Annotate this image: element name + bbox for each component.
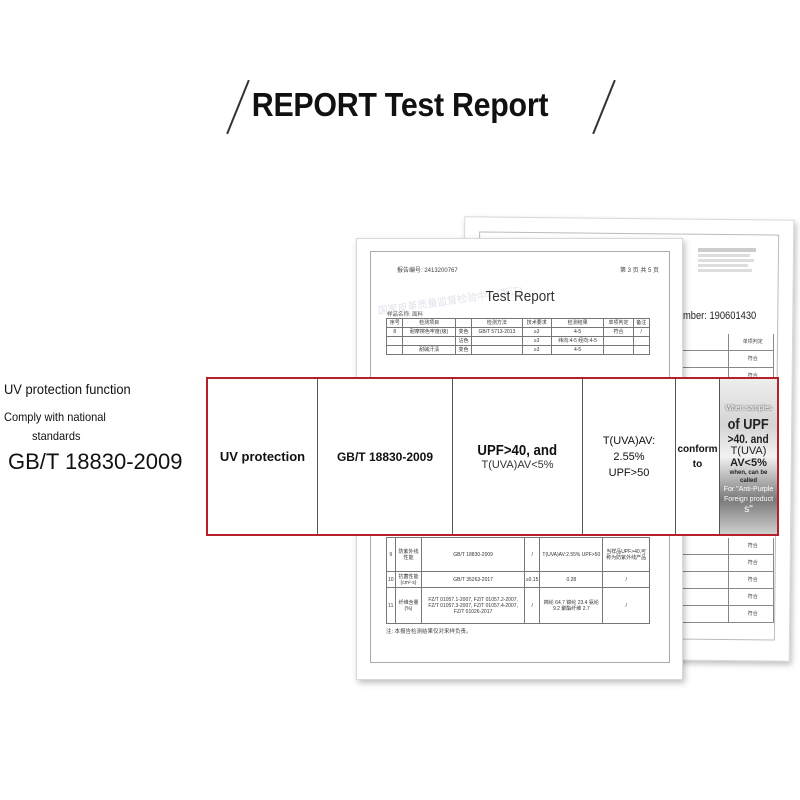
back-table-row: 符合 <box>682 555 774 572</box>
band-verdict: conform to <box>676 379 720 534</box>
result-line1: T(UVA)AV: <box>602 434 656 447</box>
verdict-line2: to <box>692 458 703 470</box>
verdict-line1: conform <box>677 443 718 455</box>
table-row: 8 耐摩擦色牢度(级) 变色 GB/T 5713-2013 ≥3 4-5 符合 … <box>385 327 650 337</box>
back-table-row: 符合 <box>682 606 774 623</box>
note-line6: when, can be called <box>729 469 768 484</box>
band-note: When samples of UPF >40. and T(UVA) AV<5… <box>720 379 777 534</box>
back-table-row: 符合 <box>682 538 774 555</box>
band-requirement: UPF>40, and T(UVA)AV<5% <box>453 379 583 534</box>
comply-label-line2: standards <box>32 429 81 443</box>
table-row: 11 纤维含量(%) FZ/T 01057.1-2007, FZ/T 01057… <box>386 587 650 624</box>
doc-table-top: 序号 检测项目 检测方法 技术要求 检测结果 单项判定 备注 8 耐摩擦色牢度(… <box>385 318 650 355</box>
doc-sample-name: 样品名称: 面料 <box>387 312 424 318</box>
band-method: GB/T 18830-2009 <box>318 379 453 534</box>
note-line9: s" <box>744 503 753 515</box>
back-table-row: 符合 <box>682 589 774 606</box>
highlight-row: UV protection GB/T 18830-2009 UPF>40, an… <box>206 377 779 536</box>
table-row: 耐碱汗渍 变色 ≥3 4-5 <box>385 345 650 355</box>
report-number: Number: 190601430 <box>671 310 757 322</box>
standard-code: GB/T 18830-2009 <box>8 449 183 474</box>
requirement-line1: UPF>40, and <box>477 442 558 459</box>
doc-table-bottom: 9 防紫外线性能 GB/T 18830-2009 / T(UVA)AV:2.55… <box>386 537 650 624</box>
result-line2: 2.55% <box>613 450 645 463</box>
back-sheet-table-bottom: 符合 符合 符合 符合 符合 <box>682 538 774 623</box>
result-line3: UPF>50 <box>608 466 650 479</box>
feature-label: UV protection function <box>4 381 131 397</box>
back-table-row: 符合 <box>682 351 774 368</box>
note-line3: >40. and <box>727 431 770 446</box>
note-line8: Foreign product <box>723 495 774 503</box>
note-line7: For "Anti-Purple <box>723 485 774 493</box>
doc-report-code: 报告编号: 2413200767 <box>397 268 458 274</box>
table-row: 沾色 ≥3 纬向:4-5 经向:4-5 <box>385 336 650 346</box>
note-line1: When samples <box>725 404 772 412</box>
comply-label-line1: Comply with national <box>4 410 106 424</box>
band-result: T(UVA)AV: 2.55% UPF>50 <box>583 379 676 534</box>
note-line2: of UPF <box>727 415 770 433</box>
doc-footnote: 注: 本报告检测结果仅对来样负责。 <box>386 629 472 635</box>
doc-title: Test Report <box>485 288 555 305</box>
note-line5: AV<5% <box>730 456 767 469</box>
band-item: UV protection <box>208 379 318 534</box>
table-row: 10 抗菌性能(cm²·s) GB/T 35263-2017 ≥0.15 0.2… <box>386 571 650 588</box>
table-header-row: 序号 检测项目 检测方法 技术要求 检测结果 单项判定 备注 <box>385 318 650 328</box>
back-sheet-header <box>698 248 756 274</box>
requirement-line2: T(UVA)AV<5% <box>481 459 554 471</box>
back-table-row: 符合 <box>682 572 774 589</box>
doc-page-count: 第 3 页 共 5 页 <box>619 268 659 274</box>
page-title: REPORT Test Report <box>251 86 549 123</box>
note-line4: T(UVA) <box>730 444 767 457</box>
table-row: 9 防紫外线性能 GB/T 18830-2009 / T(UVA)AV:2.55… <box>386 537 650 572</box>
back-table-header: 单项判定 <box>682 334 774 351</box>
